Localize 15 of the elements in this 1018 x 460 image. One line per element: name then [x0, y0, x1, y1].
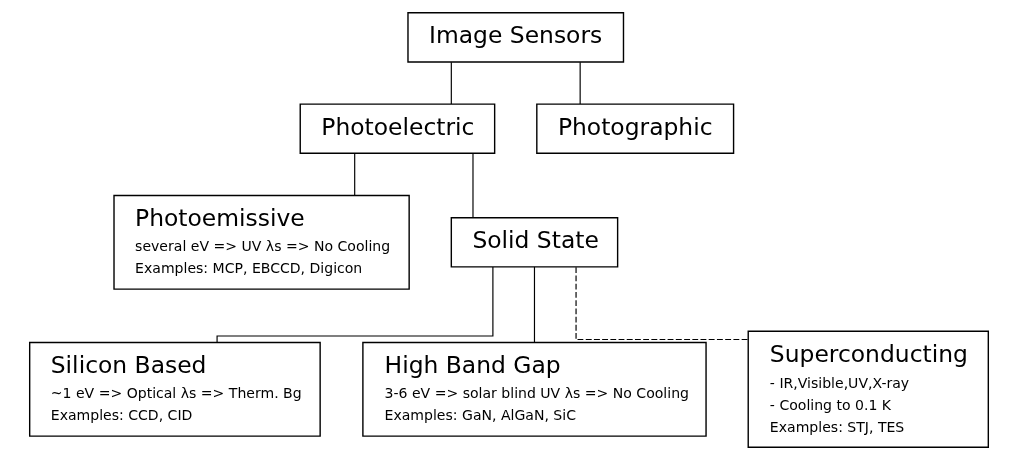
node-box: Image Sensors [407, 12, 625, 63]
node-box: Silicon Based ~1 eV => Optical λs => Therm. Bg Examples: CCD, CID [28, 341, 321, 437]
node-box: High Band Gap 3-6 eV => solar blind UV λs => No Cooling Examples: GaN, AlGaN, SiC [362, 341, 707, 437]
node-box: Photoelectric [299, 103, 496, 154]
connector [354, 152, 356, 196]
connector [450, 61, 452, 105]
node-box: Solid State [450, 217, 619, 268]
node-box: Superconducting - IR,Visible,UV,X-ray - Cooling to 0.1 K Examples: STJ, TES [747, 330, 990, 448]
connector [533, 266, 536, 343]
node-box: Photographic [536, 103, 735, 154]
connector [216, 266, 494, 343]
node-box: Photoemissive several eV => UV λs => No Cooling Examples: MCP, EBCCD, Digicon [113, 194, 410, 290]
connector [575, 266, 749, 341]
connector [472, 152, 474, 219]
connector [579, 61, 581, 105]
